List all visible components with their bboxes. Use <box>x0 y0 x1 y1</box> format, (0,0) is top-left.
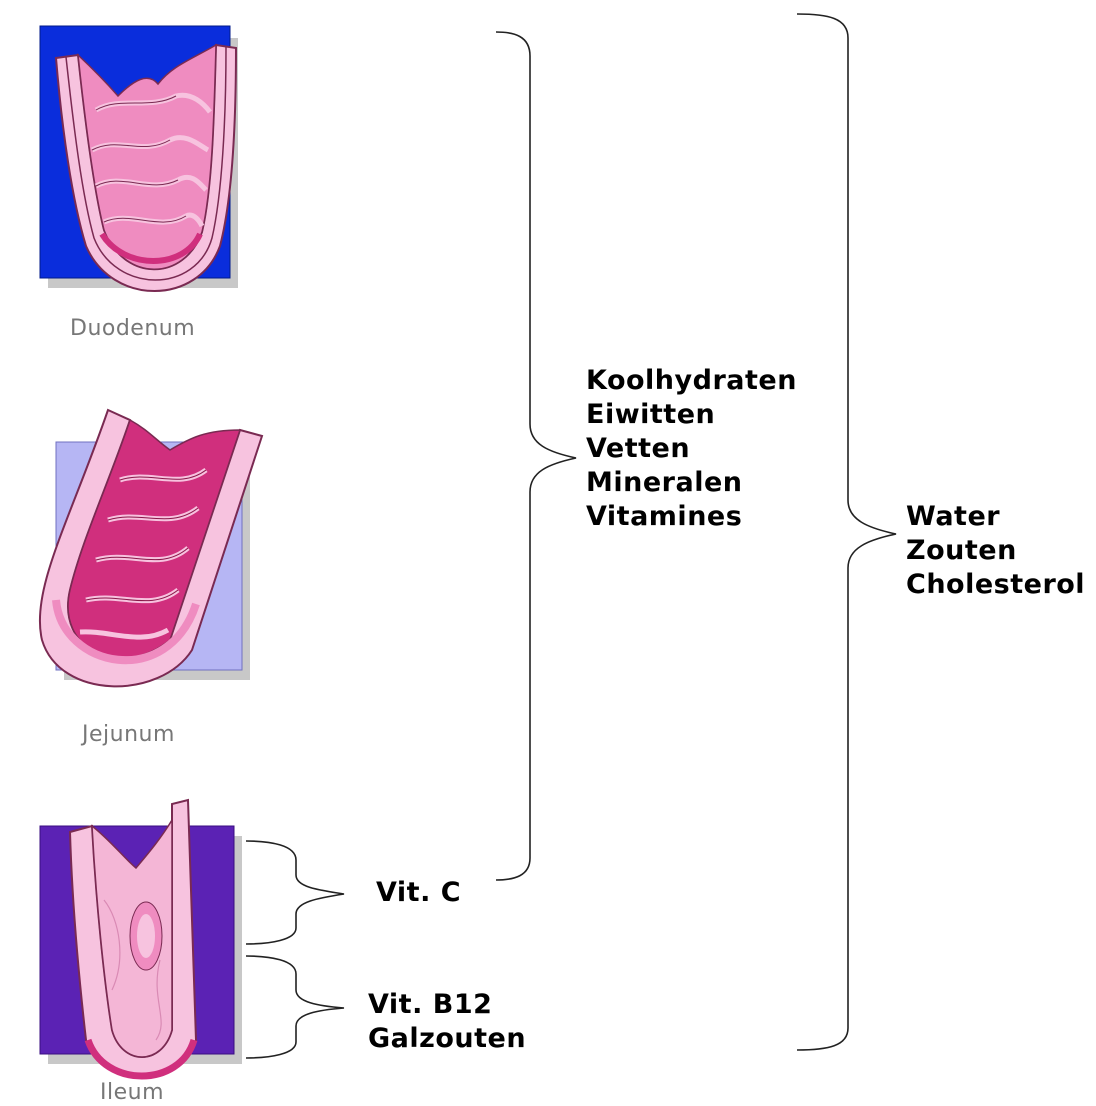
brace-vit-c <box>246 841 344 944</box>
ileum-illustration <box>40 800 242 1078</box>
label-water: Water <box>906 500 1085 534</box>
label-vit-b12: Vit. B12 <box>368 988 526 1022</box>
label-group-water-salts: Water Zouten Cholesterol <box>906 500 1085 602</box>
label-mineralen: Mineralen <box>586 466 797 500</box>
caption-duodenum: Duodenum <box>70 316 195 341</box>
label-cholesterol: Cholesterol <box>906 568 1085 602</box>
brace-nutrients <box>496 32 576 880</box>
label-vitamines: Vitamines <box>586 500 797 534</box>
label-zouten: Zouten <box>906 534 1085 568</box>
duodenum-illustration <box>40 26 238 291</box>
label-eiwitten: Eiwitten <box>586 398 797 432</box>
caption-jejunum: Jejunum <box>82 722 175 747</box>
label-vetten: Vetten <box>586 432 797 466</box>
jejunum-illustration <box>40 410 262 686</box>
label-galzouten: Galzouten <box>368 1022 526 1056</box>
label-group-vit-c: Vit. C <box>376 876 461 910</box>
label-group-nutrients: Koolhydraten Eiwitten Vetten Mineralen V… <box>586 364 797 534</box>
brace-water <box>797 14 896 1050</box>
brace-vit-b12 <box>246 956 344 1058</box>
label-vit-c: Vit. C <box>376 876 461 910</box>
label-koolhydraten: Koolhydraten <box>586 364 797 398</box>
label-group-vit-b12-galzouten: Vit. B12 Galzouten <box>368 988 526 1056</box>
caption-ileum: Ileum <box>100 1080 164 1105</box>
